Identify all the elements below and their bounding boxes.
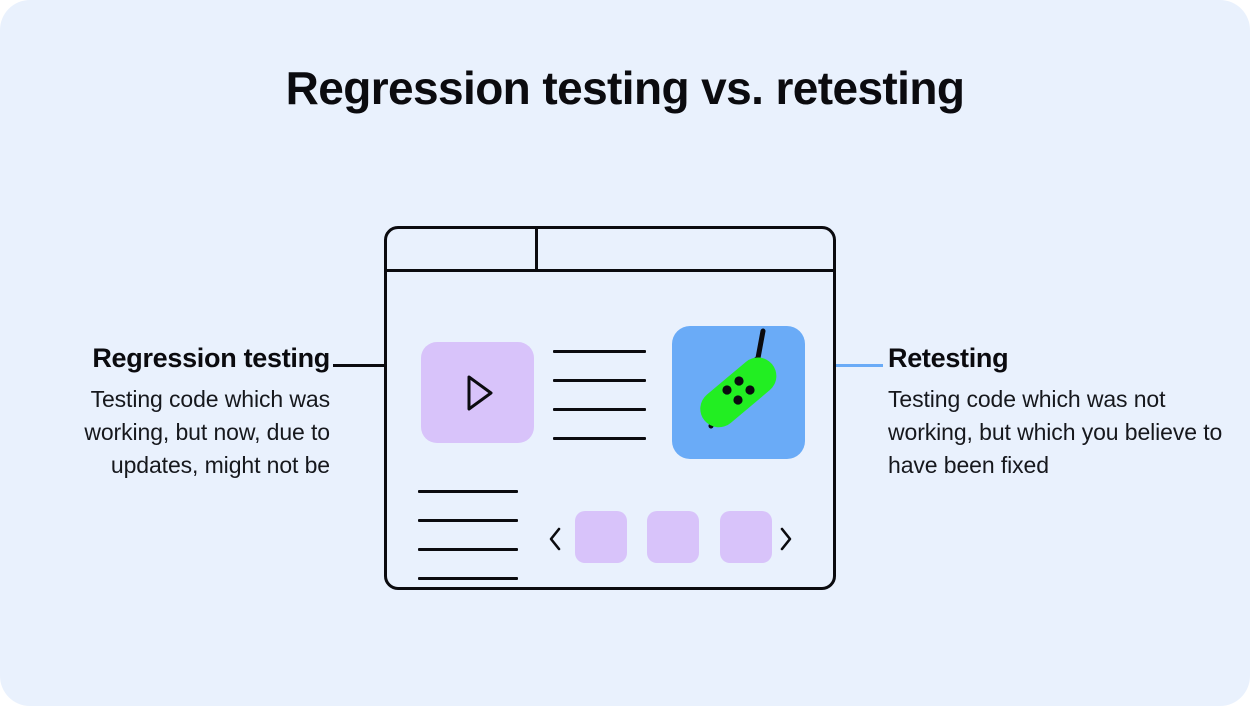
text-line bbox=[553, 350, 646, 353]
paragraph-lines-lower bbox=[418, 490, 518, 590]
carousel-item[interactable] bbox=[720, 511, 772, 563]
text-line bbox=[418, 548, 518, 551]
carousel-item[interactable] bbox=[575, 511, 627, 563]
text-line bbox=[553, 379, 646, 382]
text-line bbox=[553, 408, 646, 411]
leader-line-left bbox=[333, 364, 389, 367]
topbar-divider bbox=[535, 229, 538, 269]
browser-address-bar[interactable] bbox=[538, 229, 833, 269]
bandage-over-crack-icon bbox=[700, 328, 777, 429]
chevron-right-icon[interactable] bbox=[778, 526, 794, 552]
paragraph-lines-upper bbox=[553, 350, 646, 450]
text-line bbox=[418, 490, 518, 493]
text-line bbox=[553, 437, 646, 440]
browser-viewport bbox=[387, 272, 833, 587]
annotation-right-body: Testing code which was not working, but … bbox=[888, 385, 1223, 479]
carousel-item[interactable] bbox=[647, 511, 699, 563]
browser-tab[interactable] bbox=[387, 229, 535, 269]
browser-window-mockup bbox=[384, 226, 836, 590]
page-title: Regression testing vs. retesting bbox=[285, 62, 965, 114]
bug-fix-tile[interactable] bbox=[672, 326, 805, 459]
annotation-retesting: Retesting Testing code which was not wor… bbox=[888, 343, 1238, 483]
browser-topbar bbox=[387, 229, 833, 272]
chevron-left-icon[interactable] bbox=[547, 526, 563, 552]
text-line bbox=[418, 577, 518, 580]
annotation-left-body: Testing code which was working, but now,… bbox=[84, 385, 330, 479]
annotation-left-heading: Regression testing bbox=[92, 343, 330, 373]
text-line bbox=[418, 519, 518, 522]
annotation-right-heading: Retesting bbox=[888, 343, 1009, 373]
thumbnail-carousel bbox=[547, 508, 794, 570]
annotation-regression-testing: Regression testing Testing code which wa… bbox=[8, 343, 330, 483]
play-icon[interactable] bbox=[457, 372, 499, 414]
media-placeholder-tile[interactable] bbox=[421, 342, 534, 443]
